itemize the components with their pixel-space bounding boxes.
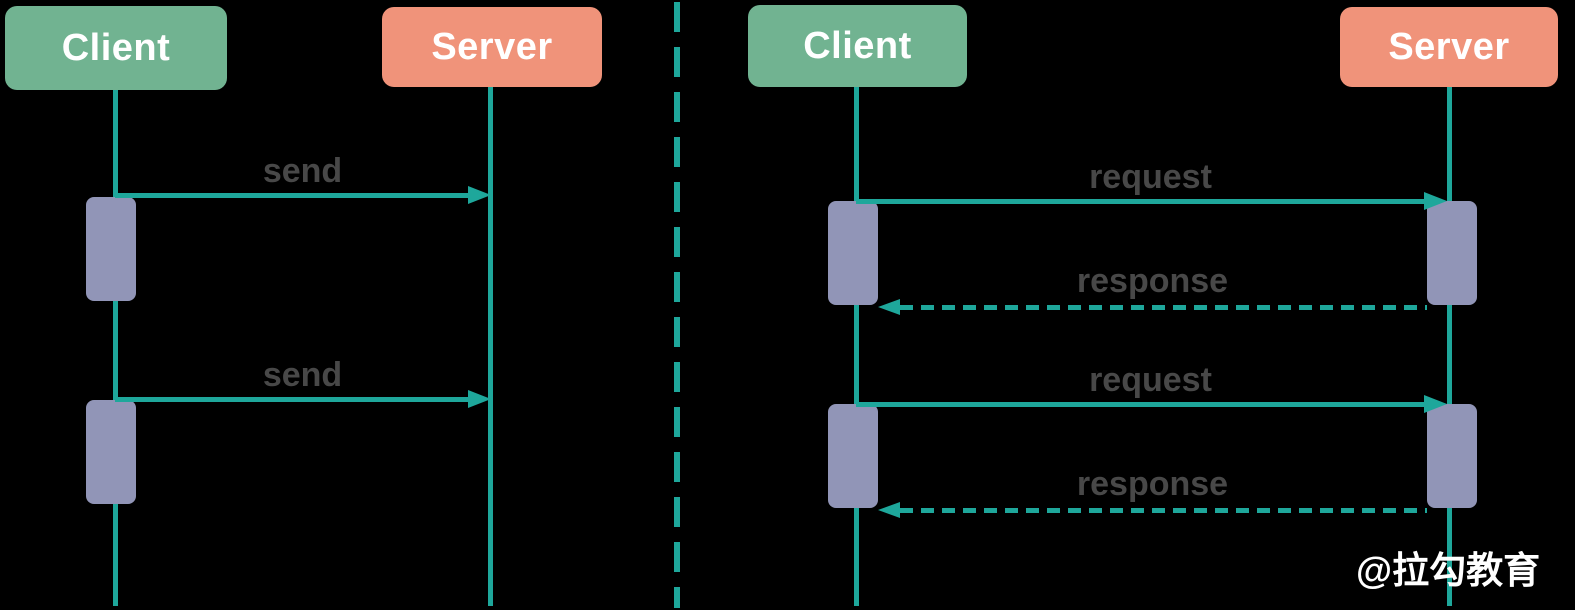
activation-bar-server-right-1	[1427, 201, 1477, 305]
watermark-lagou-education: @拉勾教育	[1356, 550, 1541, 591]
actor-label-server-right: Server	[1388, 25, 1510, 68]
message-label-request-1: request	[1089, 158, 1212, 196]
panel-divider-dashed-line	[674, 2, 680, 608]
activation-bar-client-left-1	[86, 197, 136, 301]
actor-label-client-right: Client	[803, 24, 912, 67]
message-line-response-1	[900, 305, 1427, 310]
activation-bar-server-right-2	[1427, 404, 1477, 508]
arrowhead-request-1	[1424, 192, 1447, 210]
lifeline-client-right	[854, 85, 859, 606]
message-label-send-2: send	[262, 356, 343, 394]
activation-bar-client-right-1	[828, 201, 878, 305]
arrowhead-response-1	[878, 299, 900, 315]
actor-box-client-left: Client	[5, 6, 227, 90]
arrowhead-request-2	[1424, 395, 1447, 413]
activation-bar-client-right-2	[828, 404, 878, 508]
message-label-response-1: response	[1076, 262, 1229, 300]
arrowhead-send-2	[468, 390, 491, 408]
arrowhead-response-2	[878, 502, 900, 518]
actor-label-client-left: Client	[61, 26, 171, 69]
message-line-response-2	[900, 508, 1427, 513]
actor-box-server-right: Server	[1340, 7, 1558, 87]
message-line-send-2	[115, 397, 470, 402]
message-label-send-1: send	[262, 152, 343, 190]
message-line-request-2	[856, 402, 1426, 407]
activation-bar-client-left-2	[86, 400, 136, 504]
actor-label-server-left: Server	[431, 25, 553, 68]
message-label-response-2: response	[1076, 465, 1229, 503]
lifeline-server-left	[488, 85, 493, 606]
lifeline-client-left	[113, 88, 118, 606]
message-line-send-1	[115, 193, 470, 198]
message-line-request-1	[856, 199, 1426, 204]
arrowhead-send-1	[468, 186, 491, 204]
lifeline-server-right	[1447, 85, 1452, 606]
message-label-request-2: request	[1089, 361, 1212, 399]
actor-box-server-left: Server	[382, 7, 602, 87]
actor-box-client-right: Client	[748, 5, 967, 87]
